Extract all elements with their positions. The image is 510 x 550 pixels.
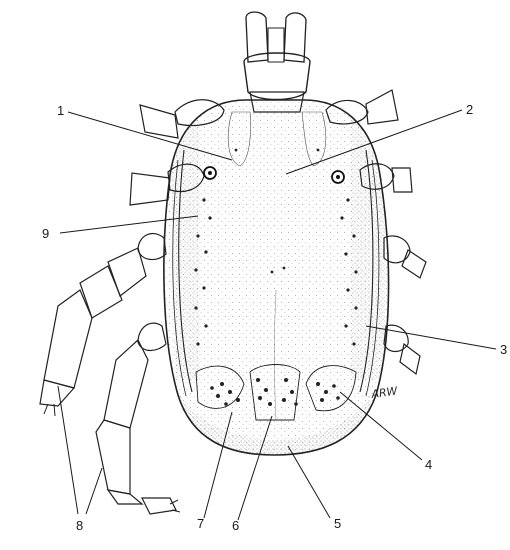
- label-3: 3: [500, 342, 507, 357]
- eye-left: [204, 167, 216, 179]
- artist-signature: ARW: [370, 384, 400, 401]
- label-5: 5: [334, 516, 341, 531]
- scutum-body: [150, 95, 400, 465]
- label-8: 8: [76, 518, 83, 533]
- label-9: 9: [42, 226, 49, 241]
- eye-right: [332, 171, 344, 183]
- capitulum: [244, 12, 310, 112]
- label-7: 7: [197, 516, 204, 531]
- label-6: 6: [232, 518, 239, 533]
- label-2: 2: [466, 102, 473, 117]
- label-1: 1: [57, 103, 64, 118]
- label-4: 4: [425, 457, 432, 472]
